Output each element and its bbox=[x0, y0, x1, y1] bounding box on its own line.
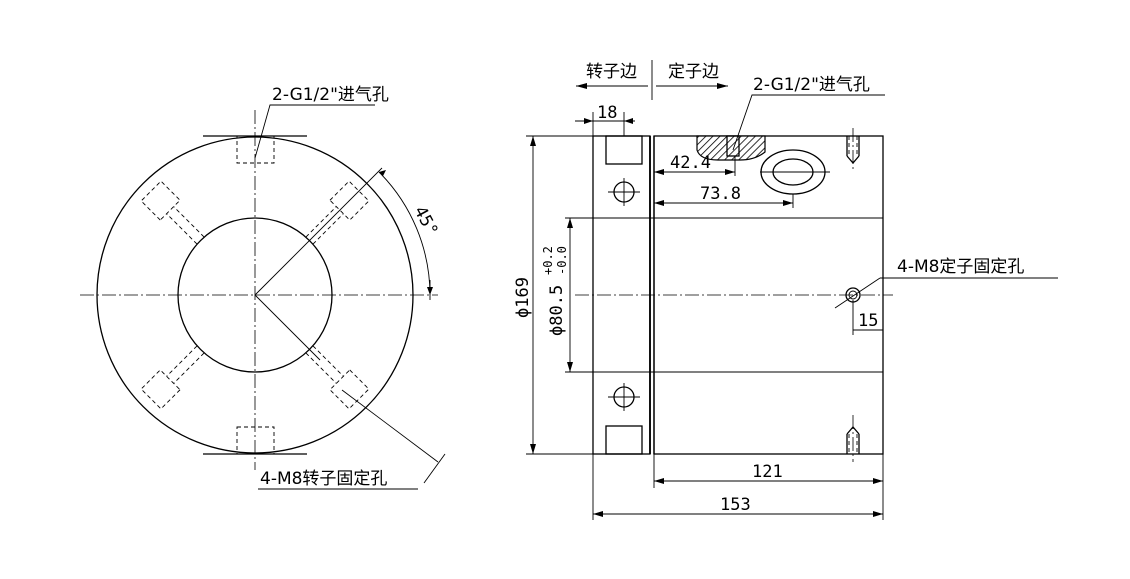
diag-ref bbox=[254, 167, 383, 296]
dim-15: 15 bbox=[858, 311, 878, 331]
front-view: 45° 2-G1/2"进气孔 4-M8转子固定孔 bbox=[80, 85, 446, 490]
stator-side-label: 定子边 bbox=[668, 62, 719, 82]
side-inlet-label: 2-G1/2"进气孔 bbox=[753, 75, 870, 95]
hole-ne bbox=[305, 180, 370, 245]
dim-153: 153 bbox=[720, 495, 751, 515]
inlet-leader bbox=[254, 104, 375, 159]
dim-42-4: 42.4 bbox=[670, 153, 711, 173]
rotor-hole-label: 4-M8转子固定孔 bbox=[260, 469, 387, 489]
rotor-hole-bottom bbox=[608, 383, 640, 411]
dim-121: 121 bbox=[752, 462, 783, 482]
tol-lower: -0.0 bbox=[555, 246, 569, 275]
front-inlet-label: 2-G1/2"进气孔 bbox=[272, 85, 389, 105]
rotor-hole-leader bbox=[341, 389, 439, 463]
angle-arc bbox=[378, 171, 431, 296]
hole-sw bbox=[140, 345, 205, 410]
hole-se bbox=[305, 345, 370, 410]
rotor-side-label: 转子边 bbox=[586, 62, 637, 82]
tol-upper: +0.2 bbox=[541, 246, 555, 275]
side-view: 转子边 定子边 bbox=[513, 60, 1058, 520]
inlet-port bbox=[760, 149, 830, 195]
diag-ref-2 bbox=[254, 294, 321, 361]
dim-73-8: 73.8 bbox=[700, 184, 741, 204]
top-pocket bbox=[236, 135, 275, 164]
dim-18: 18 bbox=[597, 103, 617, 123]
rotor-hole-top bbox=[608, 178, 640, 206]
bottom-pocket bbox=[236, 426, 275, 455]
stator-hole-label: 4-M8定子固定孔 bbox=[897, 257, 1024, 277]
dim-phi169: ϕ169 bbox=[513, 277, 533, 318]
dim-phi80-5: ϕ80.5 bbox=[547, 285, 567, 336]
angle-label: 45° bbox=[410, 203, 442, 240]
hole-nw bbox=[140, 180, 205, 245]
inlet-section-hatch bbox=[696, 135, 766, 161]
